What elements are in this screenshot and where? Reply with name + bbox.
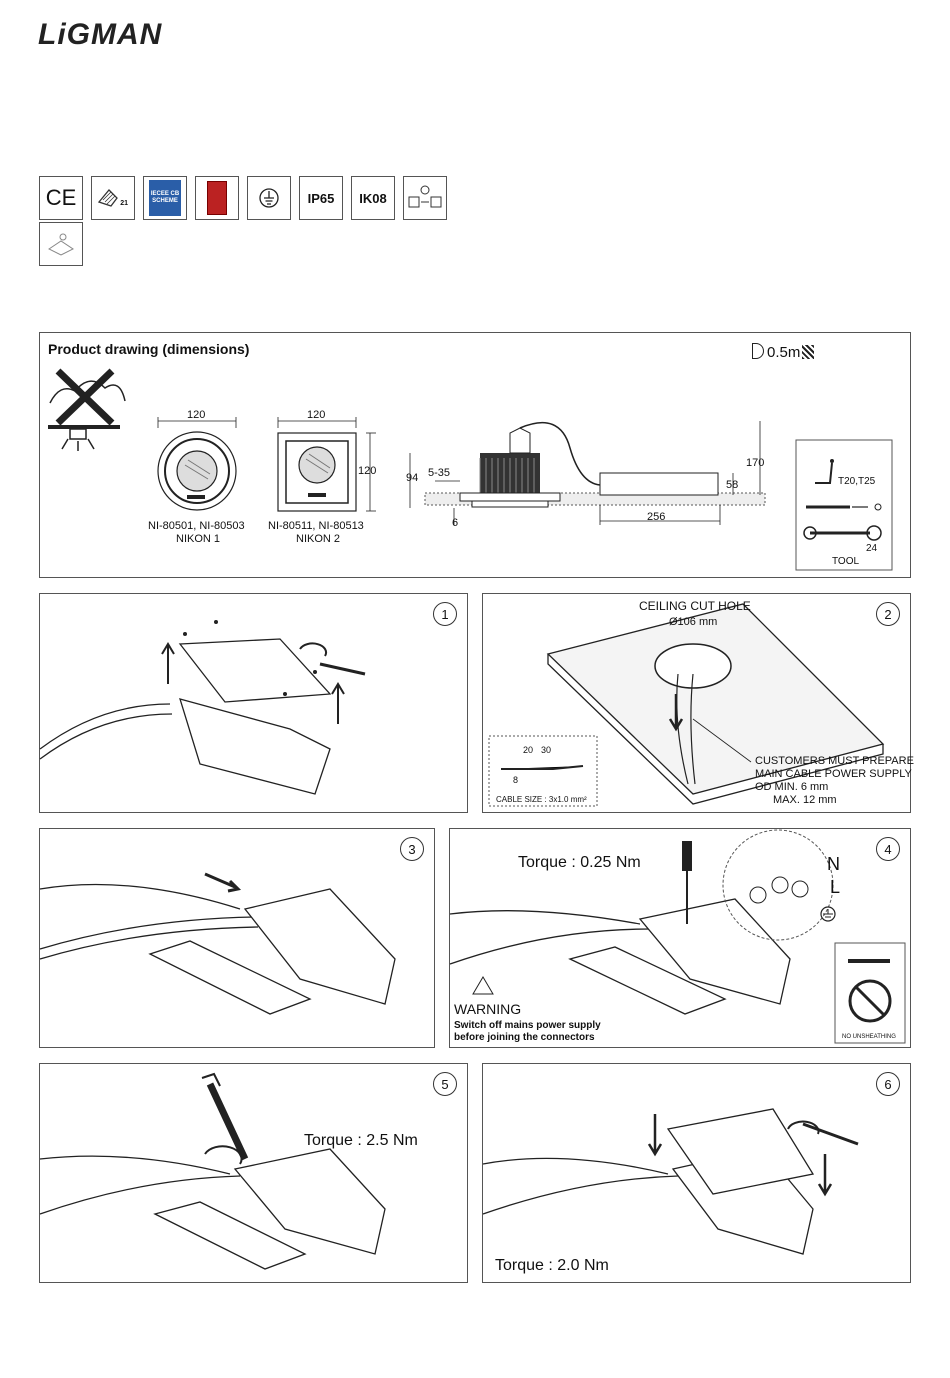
step-2-panel: 2 CEILING CUT HOLE Ø106 mm 20 30 8 CABLE… — [482, 593, 914, 813]
earth-ground-icon — [247, 176, 291, 220]
step-number: 4 — [876, 837, 900, 861]
step-6-illustration — [482, 1108, 859, 1255]
step-4-panel: 4 Torque : 0.25 Nm N L WARNING Switch of… — [449, 828, 911, 1048]
nikon2-drawing — [277, 417, 376, 512]
step-number: 2 — [876, 602, 900, 626]
step-2-illustration — [488, 603, 885, 807]
ip65-rating: IP65 — [299, 176, 343, 220]
live-label: L — [830, 877, 841, 897]
dim-170: 170 — [746, 457, 765, 469]
distance-note: 0.5m — [752, 343, 815, 361]
side-view-drawing — [409, 421, 766, 525]
customer-note-1: CUSTOMERS MUST PREPARE — [755, 755, 914, 767]
ik08-rating: IK08 — [351, 176, 395, 220]
ce-mark-icon: CE — [39, 176, 83, 220]
cable-dim-8: 8 — [513, 775, 519, 785]
customer-note-4: MAX. 12 mm — [773, 794, 837, 806]
torque-label: Torque : 2.5 Nm — [304, 1132, 418, 1149]
tool-torx-label: T20,T25 — [838, 476, 876, 487]
panel-title: Product drawing (dimensions) — [48, 341, 250, 357]
cable-dim-20: 20 — [523, 745, 534, 755]
nikon2-name: NIKON 2 — [296, 533, 341, 545]
dim-94: 94 — [406, 472, 419, 484]
step-1-illustration — [39, 620, 366, 795]
nikon1-width: 120 — [187, 409, 206, 421]
step-3-panel: 3 — [39, 828, 435, 1048]
step-1-panel: 1 — [39, 593, 468, 813]
product-drawing-svg — [48, 368, 893, 571]
step-number: 3 — [400, 837, 424, 861]
step-number: 1 — [433, 602, 457, 626]
warning-title: WARNING — [454, 1001, 522, 1017]
customer-note-2: MAIN CABLE POWER SUPPLY — [755, 768, 912, 780]
nikon1-name: NIKON 1 — [176, 533, 221, 545]
warning-text-1: Switch off mains power supply — [454, 1020, 601, 1031]
product-drawing-panel: Product drawing (dimensions) 0.5m — [39, 332, 911, 578]
step-6-panel: 6 Torque : 2.0 Nm — [482, 1063, 911, 1283]
connector-mark-icon — [39, 222, 83, 266]
step-5-illustration — [39, 1072, 386, 1270]
step-4-illustration — [449, 829, 906, 1044]
neutral-label: N — [827, 854, 840, 874]
torque-label: Torque : 2.0 Nm — [495, 1257, 609, 1274]
nikon1-drawing — [157, 417, 237, 511]
voltage-compat-icon — [403, 176, 447, 220]
step-5-panel: 5 Torque : 2.5 Nm — [39, 1063, 468, 1283]
nikon2-width: 120 — [307, 409, 326, 421]
dim-256: 256 — [647, 511, 666, 523]
tools-box — [795, 439, 893, 571]
nikon2-models: NI-80511, NI-80513 — [268, 520, 364, 532]
dim-5-35: 5-35 — [428, 467, 451, 479]
warning-text-2: before joining the connectors — [454, 1032, 595, 1043]
dim-6: 6 — [452, 517, 459, 529]
hole-diameter: Ø106 mm — [669, 616, 718, 628]
nikon1-models: NI-80501, NI-80503 — [148, 520, 245, 532]
dim-58: 58 — [726, 479, 739, 491]
flammability-mark-icon: 21 — [91, 176, 135, 220]
step-3-illustration — [39, 872, 396, 1015]
tool-wrench-label: 24 — [866, 543, 878, 554]
customer-note-3: OD MIN. 6 mm — [755, 781, 829, 793]
step-number: 6 — [876, 1072, 900, 1096]
no-unsheathing-label: NO UNSHEATHING — [842, 1034, 896, 1040]
brand-logo: LiGMAN — [38, 18, 163, 51]
cable-dim-30: 30 — [541, 745, 552, 755]
tool-caption: TOOL — [832, 556, 860, 567]
no-insulation-cover-icon — [48, 368, 126, 451]
nikon2-height: 120 — [358, 465, 377, 477]
step-number: 5 — [433, 1072, 457, 1096]
cable-size-label: CABLE SIZE : 3x1.0 mm² — [496, 795, 587, 804]
torque-label: Torque : 0.25 Nm — [518, 854, 641, 871]
intertek-mark-icon — [195, 176, 239, 220]
ceiling-cut-hole-label: CEILING CUT HOLE — [639, 599, 751, 613]
iecee-cb-icon: IECEE CB SCHEME — [143, 176, 187, 220]
